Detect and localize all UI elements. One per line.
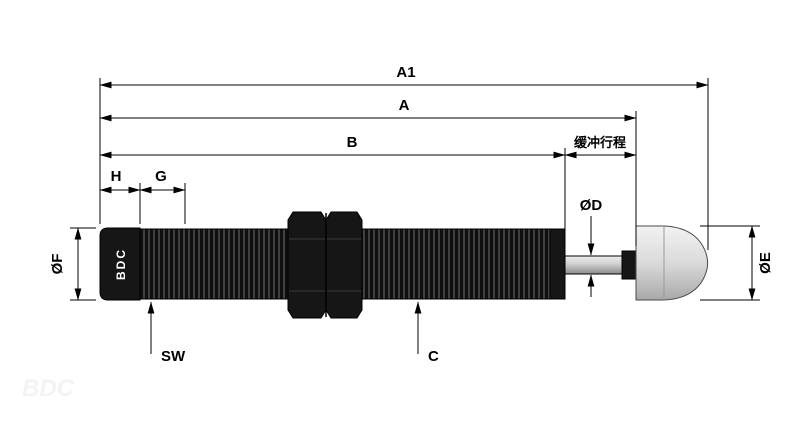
hex-nut-right: [325, 211, 363, 319]
dimension-label-d: ØD: [580, 197, 603, 214]
rear-cap: [99, 227, 141, 301]
dimension-label-b: B: [347, 134, 358, 151]
brand-mark: BDC: [114, 248, 128, 280]
impact-cap: [635, 225, 709, 301]
dimension-label-a: A: [399, 97, 410, 114]
dimension-label-h: H: [111, 168, 122, 185]
hex-nut-left: [287, 211, 327, 319]
dimension-annotations: A1 A B 缓冲行程 H G ØF ØD ØE SW C: [49, 64, 774, 365]
rod-collar: [621, 250, 637, 280]
dimension-label-e: ØE: [757, 252, 774, 274]
thread-section-left: [139, 228, 289, 300]
dimension-label-c: C: [428, 348, 439, 365]
dimension-label-sw: SW: [161, 348, 186, 365]
thread-section-main: [361, 228, 551, 300]
body-end-collar: [549, 228, 566, 300]
dimension-label-a1: A1: [396, 64, 415, 81]
dimension-label-f: ØF: [49, 254, 66, 275]
hex-nut-pair: [287, 211, 363, 319]
dimension-label-g: G: [155, 168, 167, 185]
shock-absorber-drawing: BDC: [99, 211, 709, 319]
dimension-label-buffer-stroke: 缓冲行程: [574, 135, 626, 150]
watermark: BDC: [22, 375, 75, 402]
